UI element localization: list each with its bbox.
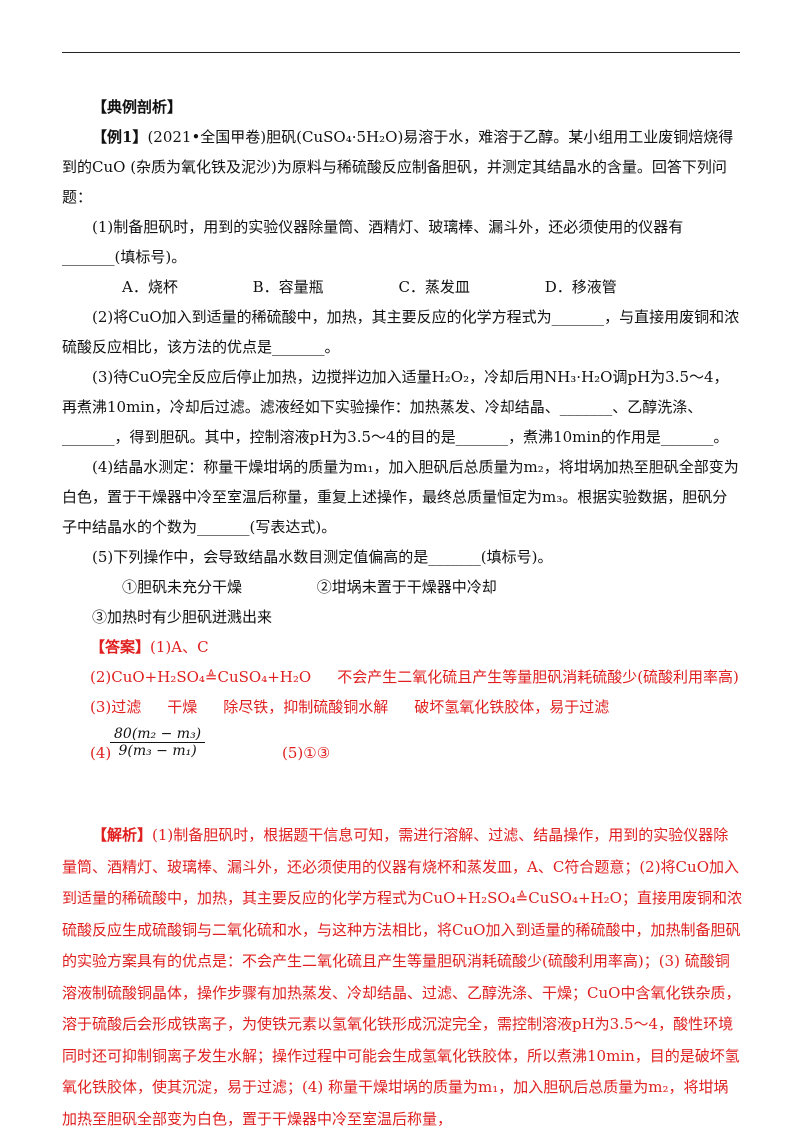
answer-2-equation: (2)CuO+H₂SO₄≜CuSO₄+H₂O (90, 668, 312, 686)
answer-4-fraction: 80(m₂ − m₃) 9(m₃ − m₁) (110, 726, 206, 759)
question-3: (3)待CuO完全反应后停止加热，边搅拌边加入适量H₂O₂，冷却后用NH₃·H₂… (62, 368, 729, 446)
answer-3-step-3: 除尽铁，抑制硫酸铜水解 (223, 698, 389, 716)
question-5: (5)下列操作中，会导致结晶水数目测定值偏高的是_______(填标号)。 (92, 548, 553, 566)
q5-option-2: ②坩埚未置于干燥器中冷却 (316, 578, 497, 596)
question-1-options: A．烧杯 B．容量瓶 C．蒸发皿 D．移液管 (62, 272, 742, 302)
section-title: 【典例剖析】 (92, 98, 183, 116)
answer-line-3: (3)过滤 干燥 除尽铁，抑制硫酸铜水解 破坏氢氧化铁胶体，易于过滤 (62, 692, 742, 722)
answer-3-step-4: 破坏氢氧化铁胶体，易于过滤 (414, 698, 610, 716)
question-5-options: ①胆矾未充分干燥 ②坩埚未置于干燥器中冷却 ③加热时有少胆矾迸溅出来 (62, 572, 742, 632)
example-label: 【例1】 (92, 128, 148, 146)
analysis-label: 【解析】 (92, 826, 153, 844)
fraction-numerator: 80(m₂ − m₃) (110, 726, 206, 743)
q5-option-3: ③加热时有少胆矾迸溅出来 (92, 608, 273, 626)
answer-3-step-1: (3)过滤 (90, 698, 142, 716)
answer-4-label: (4) (90, 744, 112, 762)
analysis-paragraph: 【解析】(1)制备胆矾时，根据题干信息可知，需进行溶解、过滤、结晶操作，用到的实… (62, 820, 742, 1135)
analysis-text: (1)制备胆矾时，根据题干信息可知，需进行溶解、过滤、结晶操作，用到的实验仪器除… (62, 826, 742, 1128)
fraction-denominator: 9(m₃ − m₁) (118, 743, 197, 759)
q5-option-1: ①胆矾未充分干燥 (122, 578, 243, 596)
answer-5: (5)①③ (282, 744, 331, 762)
option-c: C．蒸发皿 (398, 278, 470, 296)
answer-line-2: (2)CuO+H₂SO₄≜CuSO₄+H₂O 不会产生二氧化硫且产生等量胆矾消耗硫… (62, 662, 742, 692)
answer-label: 【答案】 (90, 638, 151, 656)
question-1: (1)制备胆矾时，用到的实验仪器除量筒、酒精灯、玻璃棒、漏斗外，还必须使用的仪器… (62, 218, 684, 266)
answer-1: (1)A、C (150, 638, 209, 656)
example-question: 【例1】(2021•全国甲卷)胆矾(CuSO₄·5H₂O)易溶于水，难溶于乙醇。… (62, 122, 742, 212)
option-d: D．移液管 (544, 278, 617, 296)
option-a: A．烧杯 (122, 278, 178, 296)
answer-line-4: (4) 80(m₂ − m₃) 9(m₃ − m₁) (5)①③ (62, 722, 742, 784)
question-2: (2)将CuO加入到适量的稀硫酸中，加热，其主要反应的化学方程式为_______… (62, 308, 740, 356)
example-text: (2021•全国甲卷)胆矾(CuSO₄·5H₂O)易溶于水，难溶于乙醇。某小组用… (62, 128, 734, 206)
answer-2-advantage: 不会产生二氧化硫且产生等量胆矾消耗硫酸少(硫酸利用率高) (337, 668, 739, 686)
option-b: B．容量瓶 (252, 278, 324, 296)
answer-3-step-2: 干燥 (167, 698, 198, 716)
header-rule (62, 52, 740, 53)
content: 【典例剖析】 【例1】(2021•全国甲卷)胆矾(CuSO₄·5H₂O)易溶于水… (62, 92, 742, 1135)
question-4: (4)结晶水测定：称量干燥坩埚的质量为m₁，加入胆矾后总质量为m₂，将坩埚加热至… (62, 458, 739, 536)
answer-line-1: 【答案】(1)A、C (62, 632, 742, 662)
